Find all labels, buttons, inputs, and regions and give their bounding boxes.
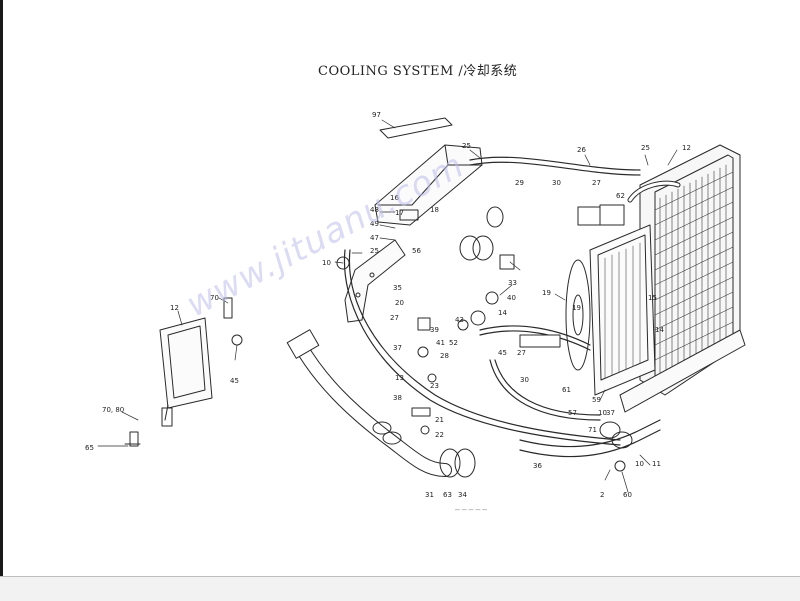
callout-10: 10: [598, 409, 607, 417]
callout-70-80: 70, 80: [102, 406, 124, 414]
page-footer: —————: [455, 505, 490, 514]
callout-37: 37: [606, 409, 615, 417]
callout-48: 48: [370, 206, 379, 214]
callout-12: 12: [170, 304, 179, 312]
callout-17: 17: [395, 209, 404, 217]
callout-10: 10: [322, 259, 331, 267]
scan-edge: [0, 576, 800, 601]
callout-25: 25: [641, 144, 650, 152]
callout-43: 43: [455, 316, 464, 324]
callout-35: 35: [393, 284, 402, 292]
heater-core: [159, 317, 213, 427]
callout-13: 13: [395, 374, 404, 382]
callout-14: 14: [655, 326, 664, 334]
page-edge: [0, 0, 3, 600]
callout-22: 22: [435, 431, 444, 439]
callout-41: 41: [436, 339, 445, 347]
callout-71: 71: [588, 426, 597, 434]
callout-59: 59: [592, 396, 601, 404]
callout-49: 49: [370, 220, 379, 228]
coolant-pipes: [343, 156, 661, 458]
small-fittings: [124, 256, 469, 447]
fan-shroud: [565, 224, 656, 396]
expansion-tank: [374, 117, 483, 226]
callout-28: 28: [440, 352, 449, 360]
callout-62: 62: [616, 192, 625, 200]
callout-37: 37: [393, 344, 402, 352]
callout-57: 57: [568, 409, 577, 417]
callout-40: 40: [507, 294, 516, 302]
callout-30: 30: [520, 376, 529, 384]
callout-45: 45: [230, 377, 239, 385]
callout-10: 10: [635, 460, 644, 468]
callout-61: 61: [562, 386, 571, 394]
callout-25: 25: [370, 247, 379, 255]
callout-70: 70: [210, 294, 219, 302]
callout-12: 12: [682, 144, 691, 152]
callout-20: 20: [395, 299, 404, 307]
callout-11: 11: [652, 460, 661, 468]
callout-33: 33: [508, 279, 517, 287]
leader-lines: [97, 119, 678, 493]
callout-56: 56: [412, 247, 421, 255]
callout-36: 36: [533, 462, 542, 470]
callout-27: 27: [592, 179, 601, 187]
callout-45: 45: [498, 349, 507, 357]
callout-27: 27: [390, 314, 399, 322]
callout-31: 31: [425, 491, 434, 499]
callout-26: 26: [577, 146, 586, 154]
callout-30: 30: [552, 179, 561, 187]
callout-65: 65: [85, 444, 94, 452]
inlet-hoses: [459, 204, 633, 472]
main-hose: [286, 329, 476, 478]
main-radiator: [619, 144, 746, 413]
callout-14: 14: [498, 309, 507, 317]
page-title: COOLING SYSTEM /冷却系统: [318, 64, 518, 79]
callout-21: 21: [435, 416, 444, 424]
callout-97: 97: [372, 111, 381, 119]
callout-60: 60: [623, 491, 632, 499]
callout-27: 27: [517, 349, 526, 357]
callout-16: 16: [390, 194, 399, 202]
callout-29: 29: [515, 179, 524, 187]
callout-25: 25: [462, 142, 471, 150]
callout-labels: 97 25 26 25 12 29 30 27 62 16 48 17 18 4…: [85, 111, 691, 499]
callout-23: 23: [430, 382, 439, 390]
callout-19: 19: [542, 289, 551, 297]
mounting-bracket: [344, 239, 406, 323]
callout-38: 38: [393, 394, 402, 402]
callout-39: 39: [430, 326, 439, 334]
callout-63: 63: [443, 491, 452, 499]
callout-15: 15: [648, 294, 657, 302]
callout-52: 52: [449, 339, 458, 347]
callout-18: 18: [430, 206, 439, 214]
callout-34: 34: [458, 491, 467, 499]
callout-47: 47: [370, 234, 379, 242]
callout-19: 19: [572, 304, 581, 312]
callout-2: 2: [600, 491, 604, 499]
